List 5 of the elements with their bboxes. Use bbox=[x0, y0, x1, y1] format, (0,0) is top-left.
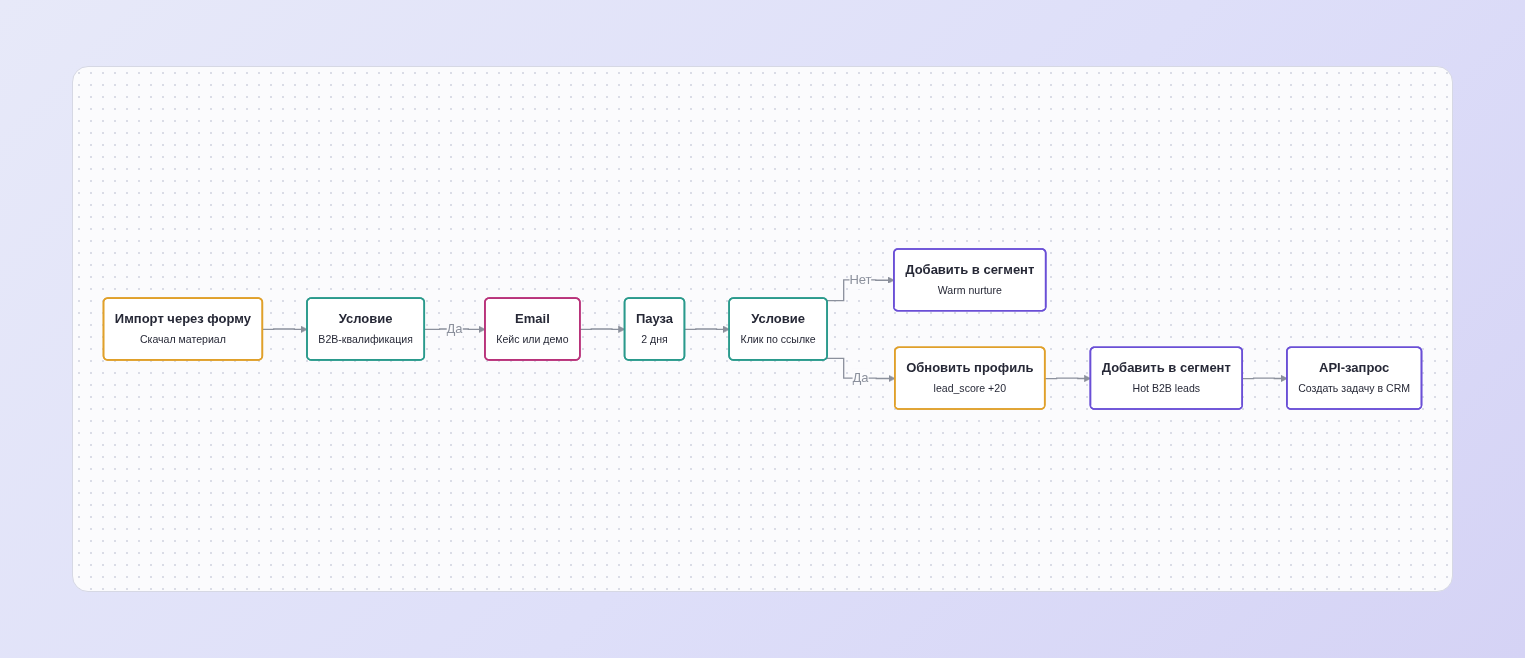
edge-label: Да bbox=[446, 321, 463, 336]
canvas-panel: Да Нет Да Импорт через форму Скачал материал Условие B2B-квалификация Email Кейс или демо Пауза 2 дня Условие Клик по ссылке Добавить в сегмент Warm nurture Обновить профиль lead_score +20 Добавить в сегмент Hot B2B leads API-запрос Создать задачу в CRM bbox=[72, 66, 1453, 592]
arrow bbox=[684, 325, 730, 333]
edge-label: Нет bbox=[849, 272, 872, 287]
edge-label: Да bbox=[852, 370, 869, 385]
